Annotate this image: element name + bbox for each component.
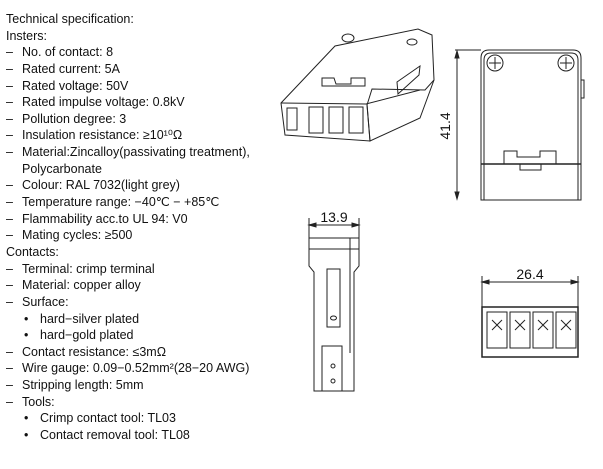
spec-item: Terminal: crimp terminal <box>6 261 250 278</box>
spec-title: Technical specification: <box>6 12 134 26</box>
spec-item: No. of contact: 8 <box>6 44 250 61</box>
spec-subitem: Contact removal tool: TL08 <box>6 427 250 444</box>
spec-item: Rated current: 5A <box>6 61 250 78</box>
contacts-heading: Contacts: <box>6 244 59 259</box>
spec-item: Wire gauge: 0.09−0.52mm²(28−20 AWG) <box>6 360 250 377</box>
spec-item: Colour: RAL 7032(light grey) <box>6 177 250 194</box>
side-view <box>307 218 361 392</box>
spec-item: Surface: <box>6 294 250 311</box>
spec-item: Rated impulse voltage: 0.8kV <box>6 94 250 111</box>
isometric-view <box>280 28 435 142</box>
spec-item: Mating cycles: ≥500 <box>6 227 250 244</box>
spec-item: Insulation resistance: ≥10¹⁰Ω <box>6 127 250 144</box>
spec-item: Material: copper alloy <box>6 277 250 294</box>
spec-item: Flammability acc.to UL 94: V0 <box>6 211 250 228</box>
front-view <box>480 276 580 358</box>
height-dimension-label: 41.4 <box>437 112 453 139</box>
spec-item: Material:Zincalloy(passivating treatment… <box>6 144 250 161</box>
spec-subitem: hard−silver plated <box>6 311 250 328</box>
spec-item: Rated voltage: 50V <box>6 78 250 95</box>
spec-item: Stripping length: 5mm <box>6 377 250 394</box>
spec-item: Pollution degree: 3 <box>6 111 250 128</box>
spec-subitem: hard−gold plated <box>6 327 250 344</box>
spec-item: Tools: <box>6 394 250 411</box>
inserts-heading: Insters: <box>6 28 47 43</box>
spec-item: Temperature range: −40℃ − +85℃ <box>6 194 250 211</box>
spec-item: Contact resistance: ≤3mΩ <box>6 344 250 361</box>
spec-subitem: Crimp contact tool: TL03 <box>6 410 250 427</box>
technical-specification: Technical specification: Insters: No. of… <box>6 11 250 444</box>
front-width-dimension-label: 26.4 <box>516 266 543 282</box>
top-view <box>454 49 585 201</box>
side-width-dimension-label: 13.9 <box>320 209 347 225</box>
spec-item-continued: Polycarbonate <box>22 161 102 176</box>
